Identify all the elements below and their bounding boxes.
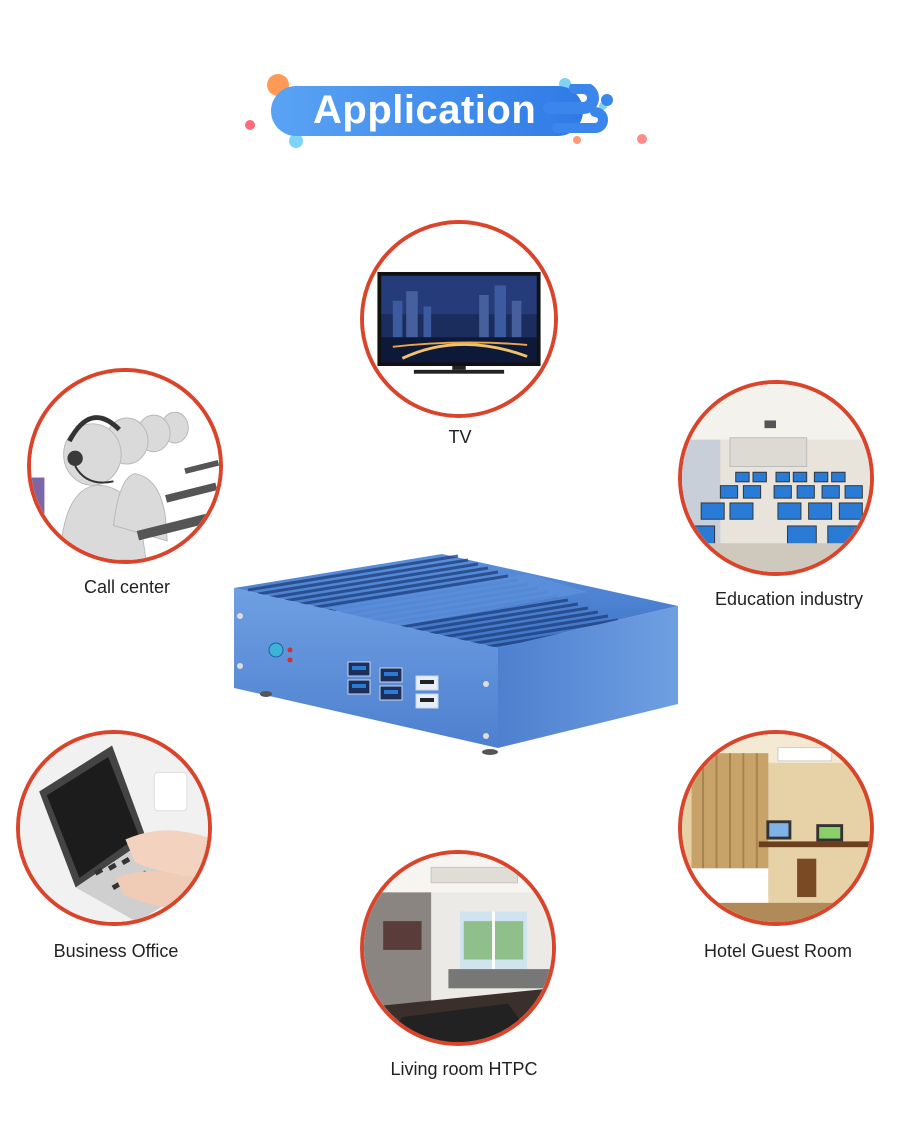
decor-dot	[637, 134, 647, 144]
label-living-room-htpc: Living room HTPC	[390, 1059, 538, 1079]
decor-dot	[245, 120, 255, 130]
hotel-guest-room-image	[678, 730, 874, 926]
banner-title: Application	[313, 88, 537, 132]
call-center-image	[27, 368, 223, 564]
living-room-image	[360, 850, 556, 1046]
label-hotel-guest-room: Hotel Guest Room	[703, 941, 853, 961]
label-education-industry: Education industry	[714, 589, 864, 609]
banner-swirl-icon	[543, 84, 613, 133]
label-tv: TV	[448, 427, 472, 447]
business-office-image	[16, 730, 212, 926]
label-call-center: Call center	[83, 577, 171, 597]
decor-dot	[599, 102, 607, 110]
banner-pill	[271, 86, 583, 136]
decor-dot	[573, 136, 581, 144]
label-business-office: Business Office	[53, 941, 179, 961]
mini-pc-product	[228, 548, 686, 758]
application-banner: Application	[243, 70, 653, 150]
education-image	[678, 380, 874, 576]
tv-image	[360, 220, 558, 418]
decor-dot	[289, 134, 303, 148]
